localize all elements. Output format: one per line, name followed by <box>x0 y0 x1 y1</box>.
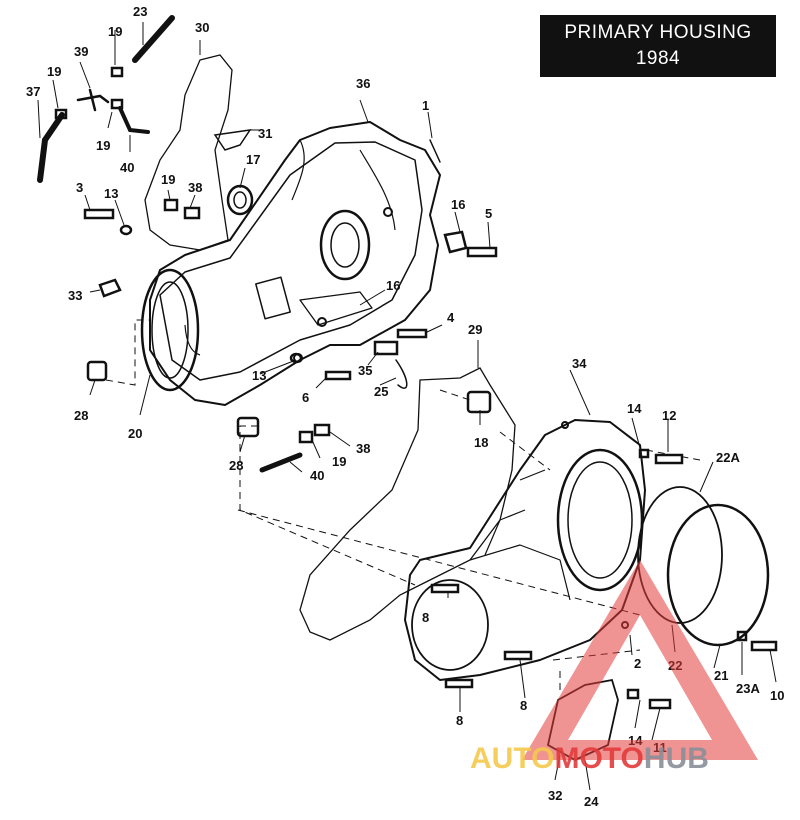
callout-29: 29 <box>468 322 482 337</box>
callout-19: 19 <box>96 138 110 153</box>
callout-24: 24 <box>584 794 599 809</box>
watermark-auto: AUTO <box>470 742 554 775</box>
callout-37: 37 <box>26 84 40 99</box>
callout-8: 8 <box>520 698 527 713</box>
callout-13: 13 <box>104 186 118 201</box>
leader-lines <box>37 22 777 791</box>
callout-34: 34 <box>572 356 587 371</box>
callout-4: 4 <box>447 310 455 325</box>
callout-20: 20 <box>128 426 142 441</box>
callout-38: 38 <box>356 441 370 456</box>
callout-5: 5 <box>485 206 492 221</box>
callout-38: 38 <box>188 180 202 195</box>
callout-23: 23 <box>133 4 147 19</box>
callout-22a: 22A <box>716 450 740 465</box>
alignment-dashes <box>105 319 701 690</box>
callout-36: 36 <box>356 76 370 91</box>
callout-28: 28 <box>74 408 88 423</box>
watermark-logo: AUTOMOTOHUB <box>470 560 758 775</box>
callout-30: 30 <box>195 20 209 35</box>
callout-40: 40 <box>120 160 134 175</box>
watermark-moto: MOTO <box>554 742 643 775</box>
callout-18: 18 <box>474 435 488 450</box>
inner-primary-housing <box>140 121 441 406</box>
callout-16: 16 <box>451 197 465 212</box>
cover-gasket <box>299 367 516 641</box>
small-parts <box>37 15 778 710</box>
callout-16: 16 <box>386 278 400 293</box>
callout-19: 19 <box>161 172 175 187</box>
callout-3: 3 <box>76 180 83 195</box>
diagram-title-box: PRIMARY HOUSING 1984 <box>540 15 776 77</box>
callout-13: 13 <box>252 368 266 383</box>
callout-40: 40 <box>310 468 324 483</box>
callout-25: 25 <box>374 384 388 399</box>
watermark-triangle-icon <box>522 560 758 760</box>
callout-19: 19 <box>332 454 346 469</box>
callout-14: 14 <box>627 401 642 416</box>
watermark-hub: HUB <box>644 742 709 775</box>
callout-39: 39 <box>74 44 88 59</box>
callout-8: 8 <box>456 713 463 728</box>
callout-6: 6 <box>302 390 309 405</box>
callout-28: 28 <box>229 458 243 473</box>
housing-gasket <box>144 54 233 251</box>
callout-23a: 23A <box>736 681 760 696</box>
diagram-title: PRIMARY HOUSING <box>564 22 752 43</box>
diagram-year: 1984 <box>635 48 681 69</box>
callout-12: 12 <box>662 408 676 423</box>
callout-19: 19 <box>47 64 61 79</box>
svg-text:AUTOMOTOHUB: AUTOMOTOHUB <box>470 742 709 775</box>
callout-33: 33 <box>68 288 82 303</box>
callout-10: 10 <box>770 688 784 703</box>
callout-19: 19 <box>108 24 122 39</box>
callout-35: 35 <box>358 363 372 378</box>
callout-17: 17 <box>246 152 260 167</box>
derby-cover <box>666 503 770 647</box>
callout-32: 32 <box>548 788 562 803</box>
derby-gasket <box>637 486 723 624</box>
callout-8: 8 <box>422 610 429 625</box>
callout-31: 31 <box>258 126 272 141</box>
callout-21: 21 <box>714 668 728 683</box>
callout-2: 2 <box>634 656 641 671</box>
callout-1: 1 <box>422 98 429 113</box>
